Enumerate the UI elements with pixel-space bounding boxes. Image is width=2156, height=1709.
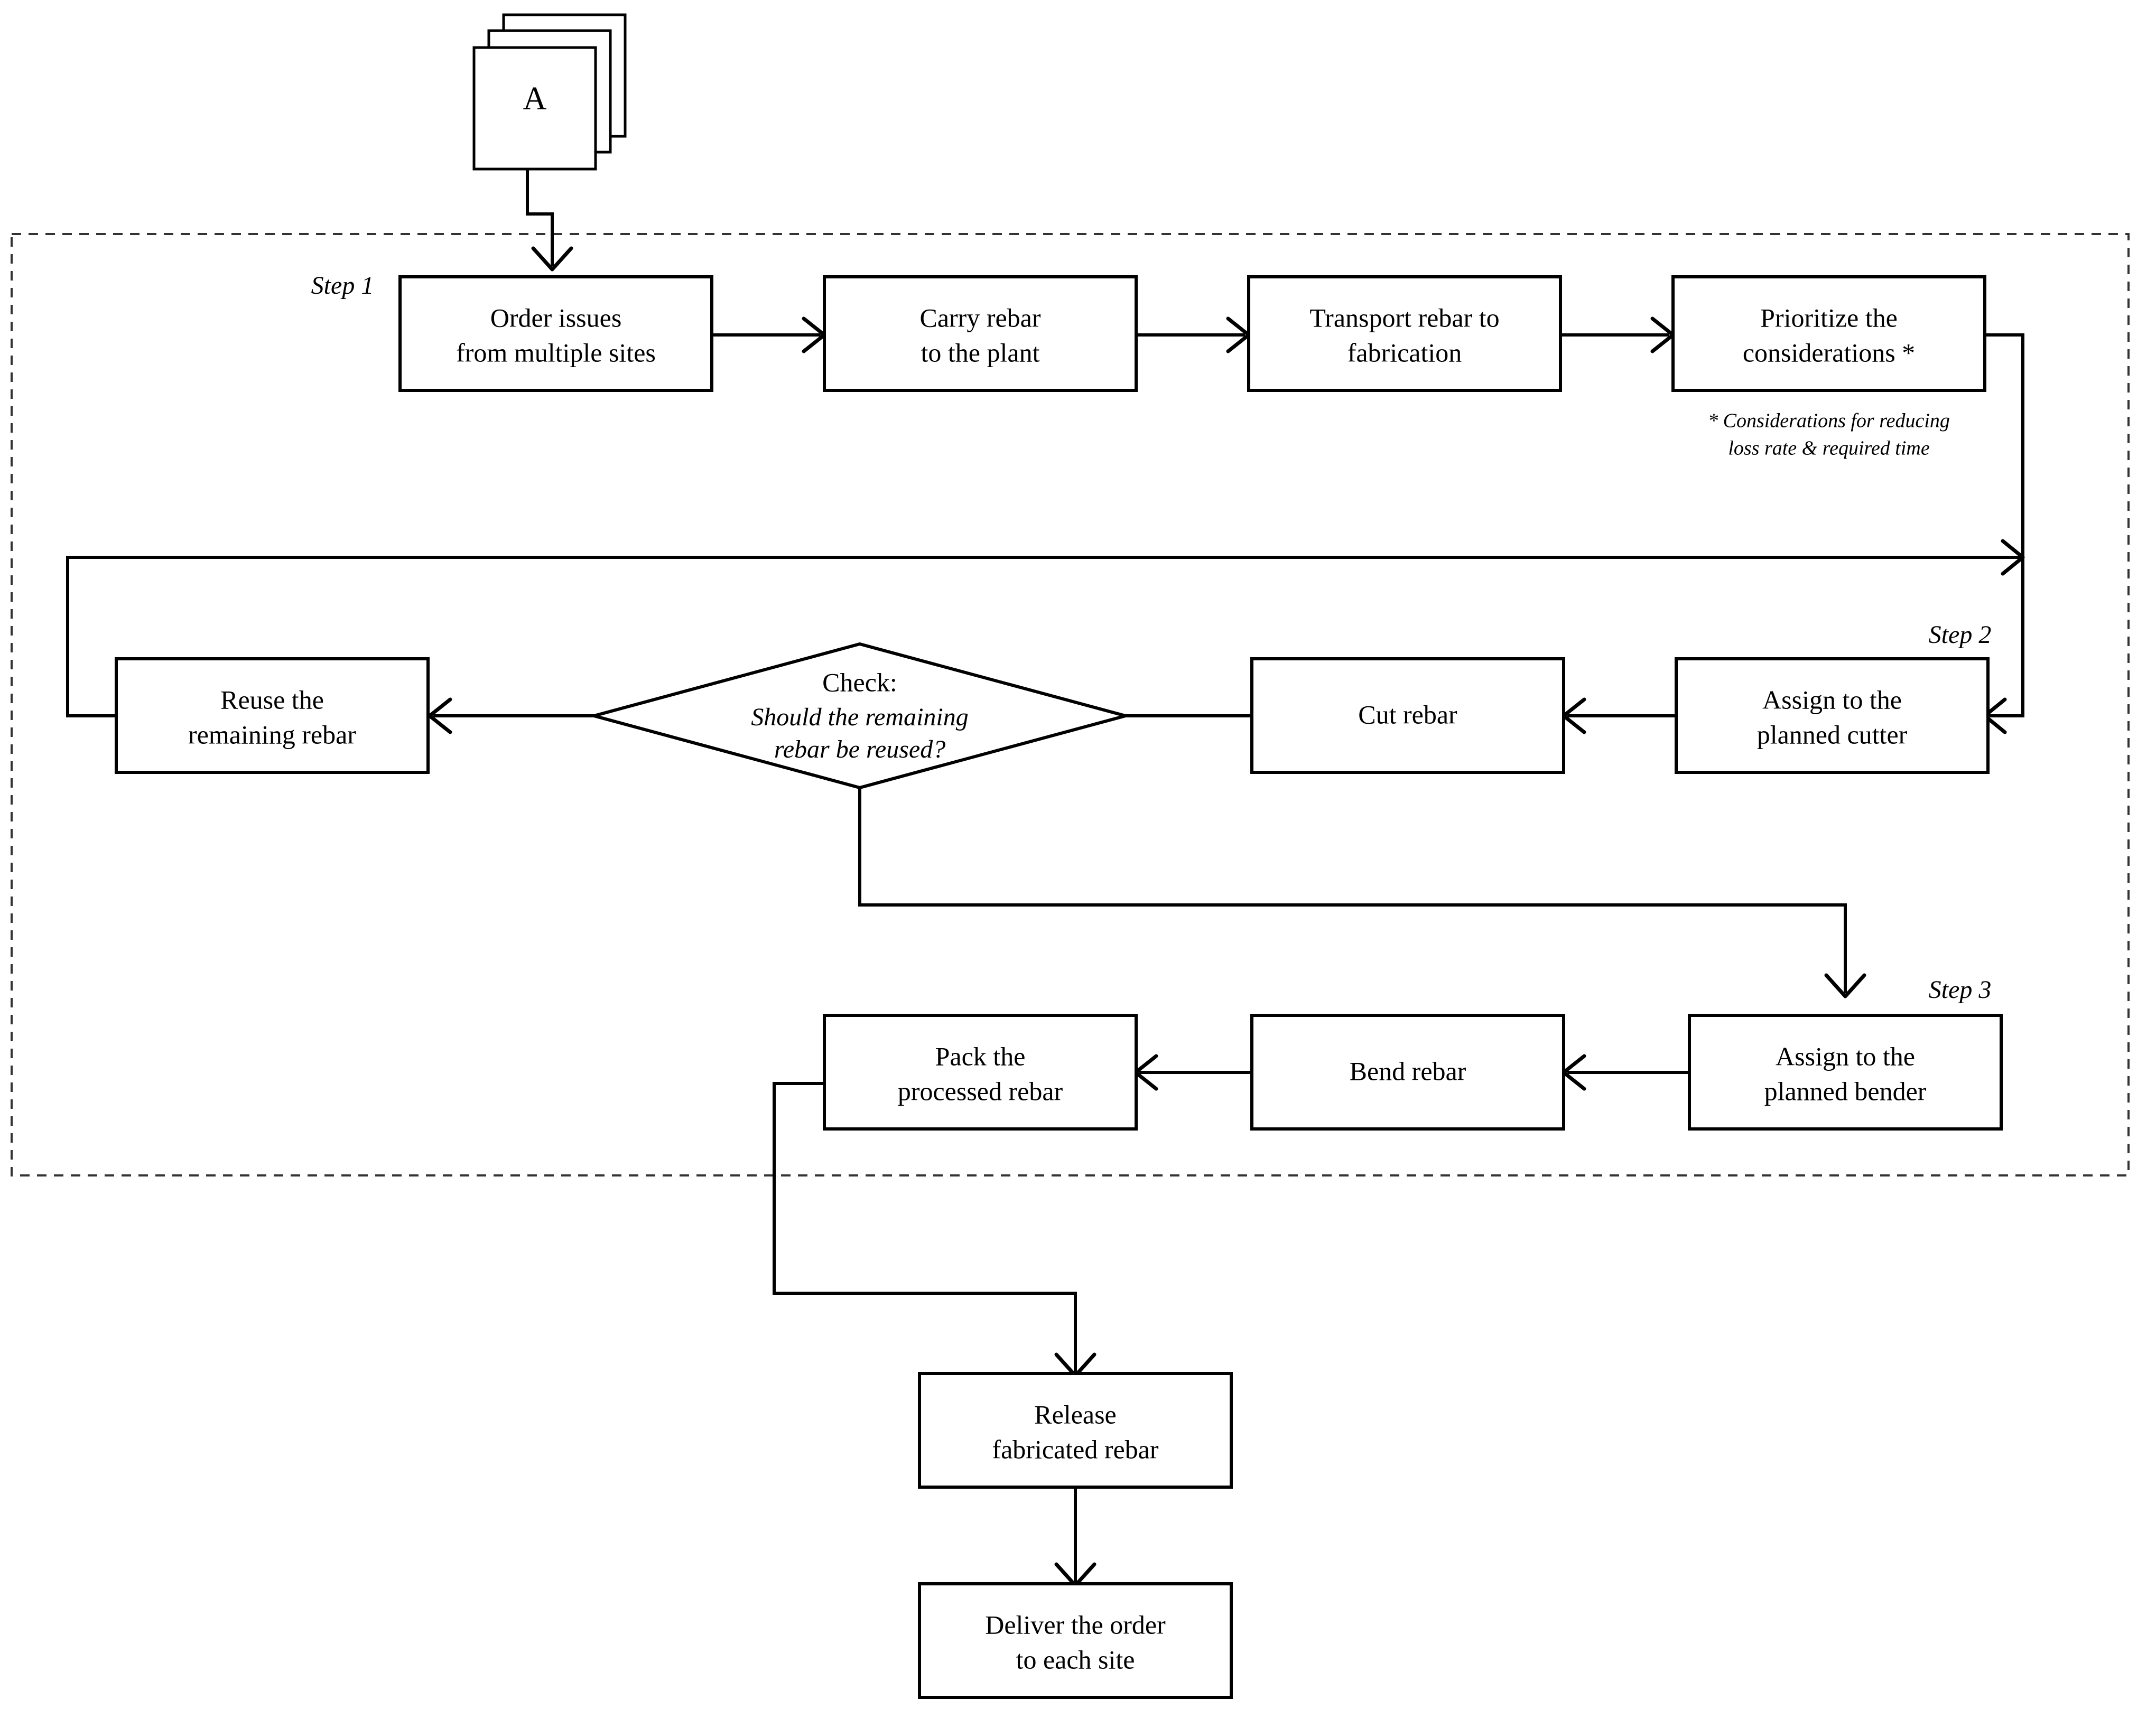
offpage-connector-label: A <box>523 81 547 117</box>
node-bend-rebar-line1: Bend rebar <box>1350 1056 1466 1086</box>
edge-reuse-rebar-feedback-loop <box>66 556 2021 717</box>
node-prioritize-line2: considerations * <box>1743 338 1915 367</box>
node-assign-cutter-line2: planned cutter <box>1757 720 1908 749</box>
node-release-rebar-line1: Release <box>1034 1399 1116 1429</box>
node-bend-rebar-box[interactable] <box>1250 1014 1565 1131</box>
edge-pack-rebar-to-release-rebar <box>773 1082 1077 1372</box>
node-cut-rebar-line1: Cut rebar <box>1358 699 1457 729</box>
node-check-decision-line1: Check: <box>822 667 897 697</box>
node-release-fabricated-rebar-box[interactable] <box>918 1372 1233 1489</box>
node-transport-rebar-box[interactable] <box>1247 275 1562 392</box>
node-check-decision-line3: rebar be reused? <box>774 735 945 763</box>
node-deliver-order-line1: Deliver the order <box>985 1610 1166 1639</box>
node-transport-rebar-line1: Transport rebar to <box>1309 303 1499 332</box>
node-deliver-order-box[interactable] <box>918 1582 1233 1699</box>
node-prioritize-considerations-box[interactable] <box>1671 275 1986 392</box>
node-transport-rebar-line2: fabrication <box>1348 338 1462 367</box>
arrowhead-a-to-order-issues <box>531 246 573 272</box>
arrowhead-reuse-rebar-feedback-loop <box>2001 539 2025 576</box>
node-reuse-remaining-rebar-box[interactable] <box>115 657 430 774</box>
node-carry-rebar-line2: to the plant <box>921 338 1040 367</box>
node-assign-cutter-line1: Assign to the <box>1762 685 1902 714</box>
node-carry-rebar-line1: Carry rebar <box>919 303 1040 332</box>
node-assign-planned-bender-box[interactable] <box>1688 1014 2003 1131</box>
plant-boundary-dashed-rect <box>11 233 2130 1176</box>
node-order-issues-line1: Order issues <box>490 303 622 332</box>
node-prioritize-line1: Prioritize the <box>1760 303 1898 332</box>
node-check-decision-line2: Should the remaining <box>751 703 969 731</box>
node-order-issues-box[interactable] <box>398 275 713 392</box>
node-pack-rebar-line1: Pack the <box>935 1041 1026 1071</box>
node-assign-planned-cutter-box[interactable] <box>1675 657 1990 774</box>
document-stack-front-sheet <box>472 46 597 171</box>
step-2-label: Step 2 <box>1929 621 1992 649</box>
step-1-label: Step 1 <box>311 272 374 300</box>
node-assign-bender-line2: planned bender <box>1764 1076 1927 1106</box>
arrowhead-check-decision-to-assign-bender <box>1824 973 1866 998</box>
node-reuse-rebar-line2: remaining rebar <box>188 720 356 749</box>
edge-connector-a-to-order-issues <box>526 169 554 266</box>
node-order-issues-line2: from multiple sites <box>456 338 656 367</box>
node-pack-processed-rebar-box[interactable] <box>823 1014 1138 1131</box>
edge-check-decision-to-assign-bender <box>858 788 1847 993</box>
node-pack-rebar-line2: processed rebar <box>898 1076 1063 1106</box>
step-3-label: Step 3 <box>1929 976 1992 1004</box>
node-release-rebar-line2: fabricated rebar <box>992 1434 1158 1464</box>
footnote-line2: loss rate & required time <box>1728 437 1930 460</box>
node-deliver-order-line2: to each site <box>1016 1645 1135 1674</box>
node-assign-bender-line1: Assign to the <box>1776 1041 1915 1071</box>
footnote-line1: * Considerations for reducing <box>1708 410 1950 432</box>
node-reuse-rebar-line1: Reuse the <box>220 685 324 714</box>
edge-prioritize-to-assign-cutter <box>1985 333 2024 717</box>
node-carry-rebar-box[interactable] <box>823 275 1138 392</box>
